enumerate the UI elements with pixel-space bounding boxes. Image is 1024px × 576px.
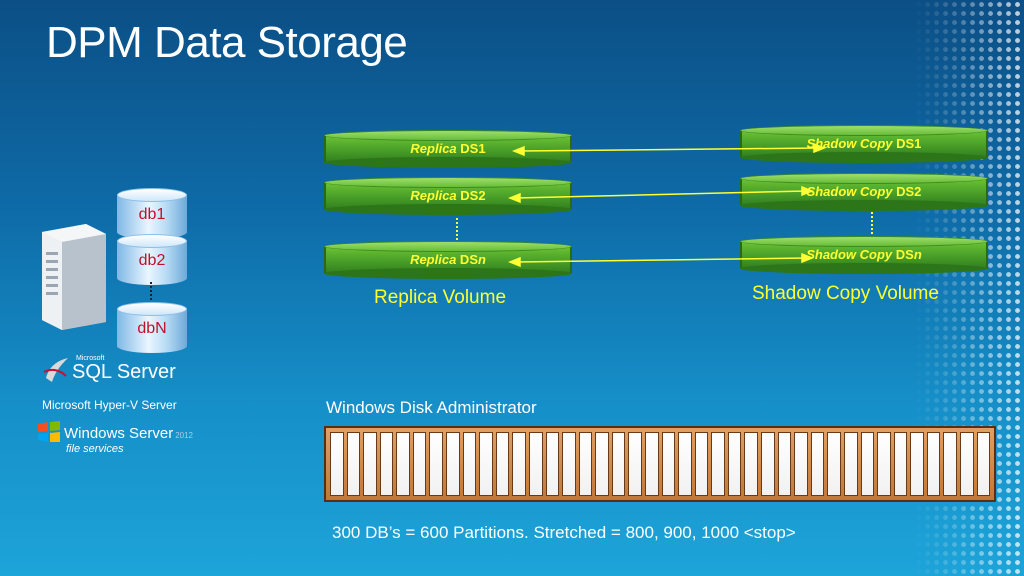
disk-partition (379, 432, 394, 496)
disk-partition (810, 432, 825, 496)
disk-partition (910, 432, 924, 496)
disk-partition (462, 432, 477, 496)
disk-partition (412, 432, 427, 496)
disk-partition (678, 432, 692, 496)
disk-partition (711, 432, 725, 496)
disk-partition (843, 432, 858, 496)
disk-partition (528, 432, 543, 496)
arrow-head-dsn-right (801, 252, 815, 264)
replica-volume-dsn: Replica DSn (324, 241, 572, 279)
disk-partition (959, 432, 974, 496)
database-continuation-dots (150, 282, 152, 300)
disk-partition (777, 432, 792, 496)
shadow-volume-caption: Shadow Copy Volume (752, 283, 939, 304)
shadow-volume-ds1: Shadow Copy DS1 (740, 125, 988, 163)
disk-partition (926, 432, 941, 496)
replica-continuation-dots (456, 218, 458, 240)
disk-partition (694, 432, 709, 496)
replica-volume-ds1: Replica DS1 (324, 130, 572, 168)
arrow-head-ds1-left (511, 145, 525, 157)
disk-partition (727, 432, 742, 496)
arrow-head-ds1-right (813, 142, 827, 154)
database-cylinder-db2: db2 (117, 234, 187, 285)
disk-partition (827, 432, 841, 496)
arrow-head-dsn-left (507, 256, 521, 268)
disk-partition (628, 432, 642, 496)
disk-partition (330, 432, 344, 496)
disk-partition (363, 432, 377, 496)
arrow-head-ds2-right (801, 185, 815, 197)
disk-partition (479, 432, 493, 496)
disk-partition (495, 432, 510, 496)
slide-title: DPM Data Storage (46, 18, 408, 67)
disk-partition (446, 432, 460, 496)
disk-partition (429, 432, 444, 496)
disk-partition (943, 432, 957, 496)
arrow-dsn (515, 257, 807, 263)
database-cylinder-dbn: dbN (117, 302, 187, 353)
arrow-ds2 (515, 190, 807, 199)
disk-partition (512, 432, 526, 496)
shadow-continuation-dots (871, 212, 873, 234)
shadow-volume-ds2: Shadow Copy DS2 (740, 173, 988, 211)
sql-server-logo-icon (43, 358, 68, 382)
disk-partitions-bar (324, 426, 996, 502)
replica-volume-ds2: Replica DS2 (324, 177, 572, 215)
disk-partition (595, 432, 609, 496)
partitions-note: 300 DB’s = 600 Partitions. Stretched = 8… (332, 523, 796, 542)
replica-volume-caption: Replica Volume (374, 287, 507, 308)
hyper-v-server-logo-text: Microsoft Hyper-V Server (42, 398, 177, 412)
database-cylinder-db1: db1 (117, 188, 187, 239)
shadow-volume-dsn: Shadow Copy DSn (740, 236, 988, 274)
disk-partition (545, 432, 560, 496)
disk-partition (611, 432, 626, 496)
arrow-ds1 (519, 147, 819, 152)
disk-partition (396, 432, 410, 496)
disk-partition (578, 432, 593, 496)
disk-partition (860, 432, 875, 496)
disk-partition (562, 432, 576, 496)
disk-partition (346, 432, 361, 496)
disk-partition (661, 432, 676, 496)
disk-partition (761, 432, 775, 496)
sql-server-logo-text: SQL Server (72, 361, 176, 383)
arrow-head-ds2-left (507, 192, 521, 204)
windows-logo-icon (38, 421, 60, 442)
disk-partition (976, 432, 991, 496)
disk-partition (877, 432, 891, 496)
disk-partition (794, 432, 808, 496)
file-services-label: file services (66, 443, 124, 455)
disk-partition (893, 432, 908, 496)
disk-administrator-label: Windows Disk Administrator (326, 398, 537, 417)
server-tower-icon (42, 224, 106, 330)
disk-partition (644, 432, 659, 496)
disk-partition (744, 432, 759, 496)
sql-server-logo-microsoft: Microsoft (76, 355, 105, 362)
